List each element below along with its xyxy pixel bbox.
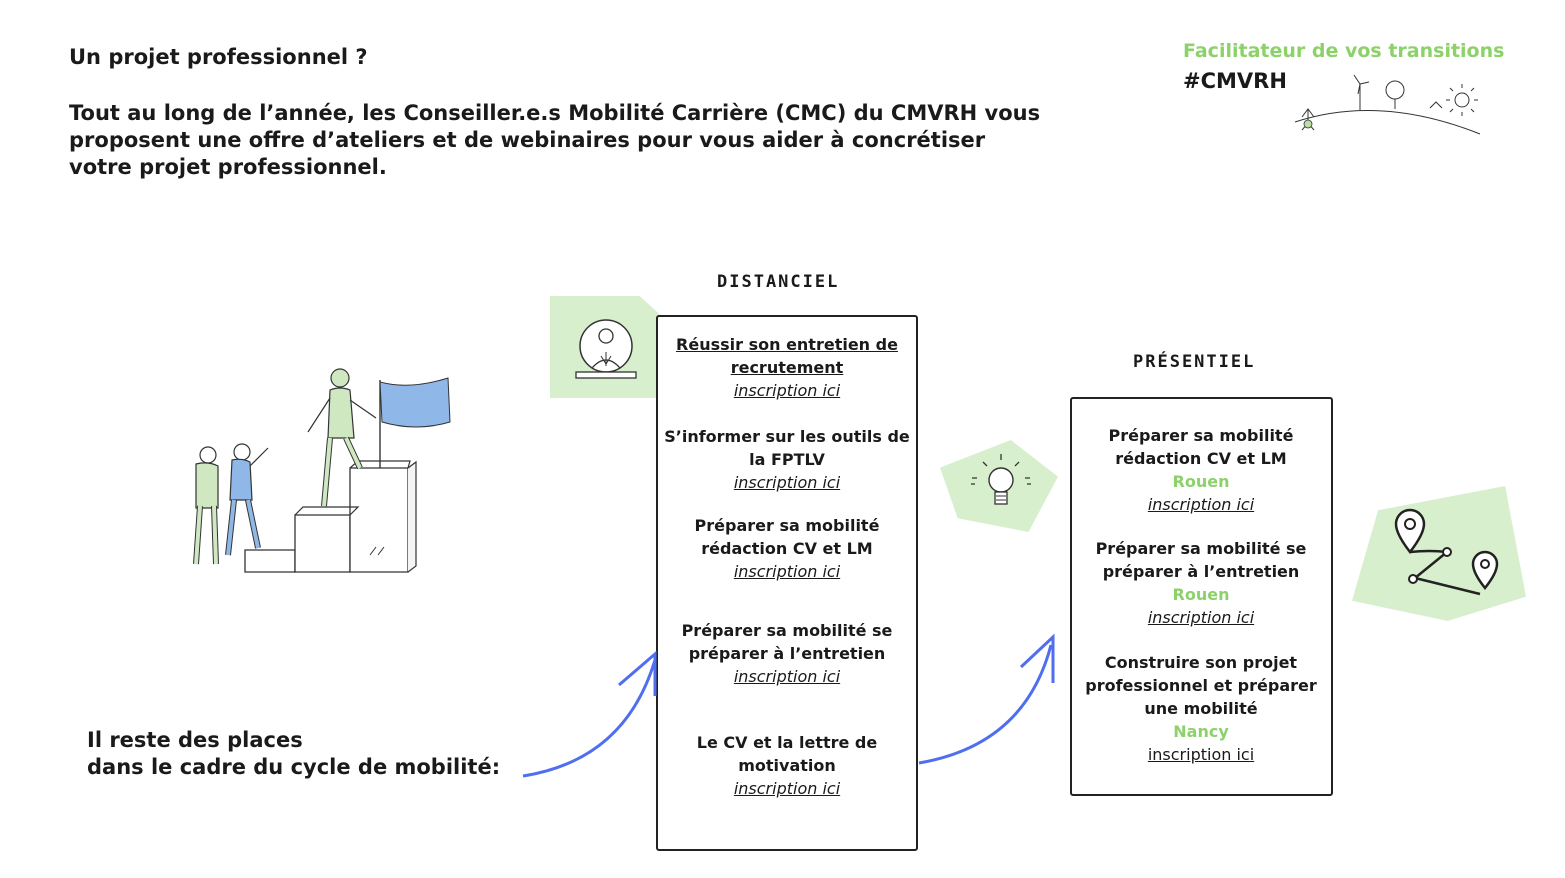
inscription-link[interactable]: inscription ici xyxy=(733,381,841,400)
lightbulb-icon xyxy=(971,454,1031,505)
places-line-2: dans le cadre du cycle de mobilité: xyxy=(87,755,501,779)
distanciel-item: S’informer sur les outils de la FPTLV in… xyxy=(658,425,916,494)
presentiel-title: PRÉSENTIEL xyxy=(1133,352,1256,372)
arrow-to-distanciel xyxy=(522,650,657,778)
distanciel-item: Préparer sa mobilité rédaction CV et LM … xyxy=(658,514,916,583)
person-globe-icon xyxy=(575,319,637,379)
inscription-link[interactable]: inscription ici xyxy=(733,473,841,492)
arrow-to-presentiel xyxy=(918,633,1055,765)
places-line-1: Il reste des places xyxy=(87,728,303,752)
presentiel-item: Préparer sa mobilité se préparer à l’ent… xyxy=(1072,537,1330,629)
item-title: Préparer sa mobilité rédaction CV et LM xyxy=(694,516,880,558)
distanciel-title: DISTANCIEL xyxy=(717,272,840,292)
distanciel-item: Le CV et la lettre de motivation inscrip… xyxy=(658,731,916,800)
item-title: Réussir son entretien de recrutement xyxy=(676,335,898,377)
item-title: Préparer sa mobilité se préparer à l’ent… xyxy=(681,621,893,663)
distanciel-item: Préparer sa mobilité se préparer à l’ent… xyxy=(658,619,916,688)
item-city: Rouen xyxy=(1172,585,1230,604)
item-title: Le CV et la lettre de motivation xyxy=(696,733,878,775)
inscription-link[interactable]: inscription ici xyxy=(733,779,841,798)
presentiel-box: Préparer sa mobilité rédaction CV et LM … xyxy=(1070,397,1333,796)
presentiel-item: Préparer sa mobilité rédaction CV et LM … xyxy=(1072,424,1330,516)
brand-hashtag: #CMVRH xyxy=(1183,69,1287,93)
inscription-link[interactable]: inscription ici xyxy=(1147,495,1255,514)
brand-tagline: Facilitateur de vos transitions xyxy=(1183,40,1505,62)
inscription-link[interactable]: inscription ici xyxy=(1147,608,1255,627)
intro-text: Tout au long de l’année, les Conseiller.… xyxy=(69,101,1041,179)
item-city: Nancy xyxy=(1173,722,1229,741)
distanciel-item: Réussir son entretien de recrutement ins… xyxy=(658,333,916,402)
distanciel-box: Réussir son entretien de recrutement ins… xyxy=(656,315,918,851)
inscription-link[interactable]: inscription ici xyxy=(1147,745,1255,764)
item-title: Construire son projet professionnel et p… xyxy=(1085,653,1317,718)
places-notice: Il reste des places dans le cadre du cyc… xyxy=(87,727,500,781)
item-title: Préparer sa mobilité rédaction CV et LM xyxy=(1108,426,1294,468)
item-title: S’informer sur les outils de la FPTLV xyxy=(664,427,910,469)
people-stairs-illustration xyxy=(193,368,451,573)
item-city: Rouen xyxy=(1172,472,1230,491)
inscription-link[interactable]: inscription ici xyxy=(733,562,841,581)
inscription-link[interactable]: inscription ici xyxy=(733,667,841,686)
question-heading: Un projet professionnel ? xyxy=(69,45,368,69)
map-route-icon xyxy=(1394,508,1499,596)
item-title: Préparer sa mobilité se préparer à l’ent… xyxy=(1095,539,1307,581)
landscape-sketch-icon xyxy=(1294,74,1481,135)
presentiel-item: Construire son projet professionnel et p… xyxy=(1072,651,1330,766)
